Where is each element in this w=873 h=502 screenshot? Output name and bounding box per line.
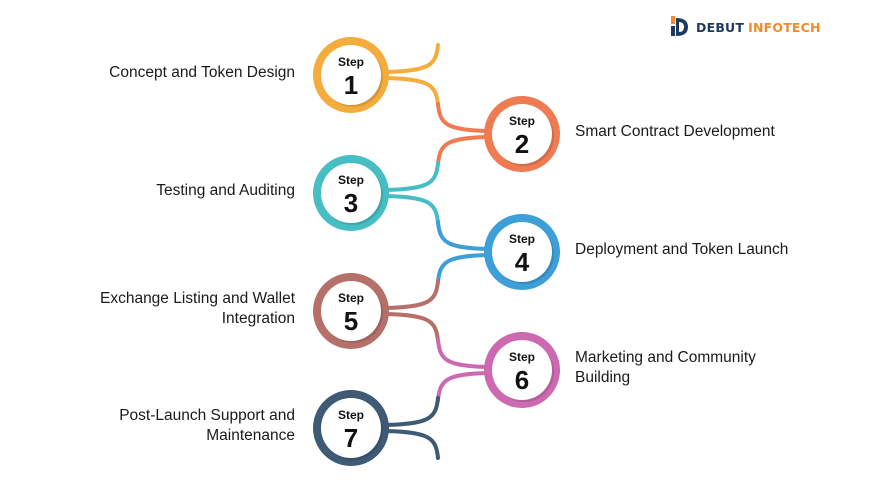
step-1-label: Concept and Token Design bbox=[109, 64, 295, 81]
step-6-word: Step bbox=[509, 350, 535, 364]
step-5-label: Exchange Listing and Wallet Integration bbox=[99, 290, 295, 327]
step-1-disc bbox=[321, 45, 381, 105]
step-3-number: 3 bbox=[344, 188, 358, 218]
step-5-disc bbox=[321, 281, 381, 341]
step-2-number: 2 bbox=[515, 129, 529, 159]
step-4-disc bbox=[492, 222, 552, 282]
step-2-connector bbox=[436, 102, 490, 166]
step-4-label: Deployment and Token Launch bbox=[575, 241, 789, 258]
step-6-label: Marketing and Community Building bbox=[575, 349, 756, 386]
step-3-connector bbox=[383, 161, 440, 225]
brand-name-part1: DEBUT bbox=[696, 19, 745, 35]
step-3-label: Testing and Auditing bbox=[156, 182, 295, 199]
step-4-word: Step bbox=[509, 232, 535, 246]
debut-d-icon bbox=[671, 16, 688, 36]
step-7-disc bbox=[321, 398, 381, 458]
step-4-connector bbox=[436, 220, 490, 284]
step-2-word: Step bbox=[509, 114, 535, 128]
step-7-label: Post-Launch Support and Maintenance bbox=[119, 407, 295, 444]
step-7-connector bbox=[383, 396, 440, 460]
step-1-number: 1 bbox=[344, 70, 358, 100]
step-7-number: 7 bbox=[344, 423, 358, 453]
step-6-disc bbox=[492, 340, 552, 400]
step-3-word: Step bbox=[338, 173, 364, 187]
step-5-number: 5 bbox=[344, 306, 358, 336]
step-3-disc bbox=[321, 163, 381, 223]
step-5-connector bbox=[383, 279, 440, 343]
step-7-word: Step bbox=[338, 408, 364, 422]
step-2-disc bbox=[492, 104, 552, 164]
brand-name-part2: INFOTECH bbox=[748, 19, 821, 35]
step-2-label: Smart Contract Development bbox=[575, 123, 775, 140]
step-1-connector bbox=[383, 43, 440, 107]
step-4-number: 4 bbox=[515, 247, 530, 277]
step-5-word: Step bbox=[338, 291, 364, 305]
step-6-connector bbox=[436, 338, 490, 402]
step-6-number: 6 bbox=[515, 365, 529, 395]
brand-logo: DEBUT INFOTECH bbox=[668, 14, 821, 40]
step-1-word: Step bbox=[338, 55, 364, 69]
